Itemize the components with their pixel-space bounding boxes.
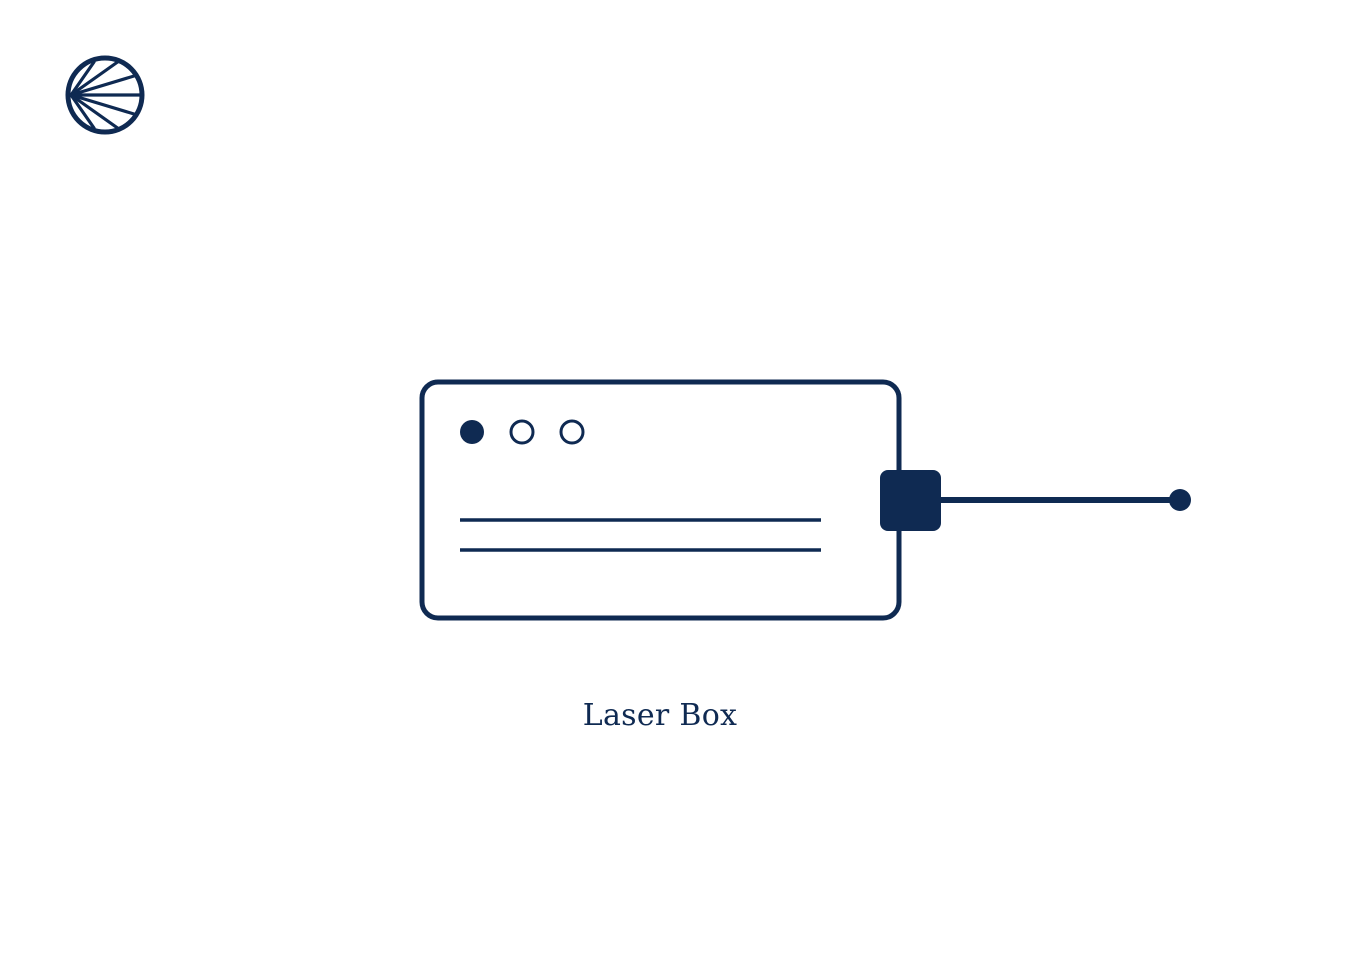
cable-end-connector bbox=[1169, 489, 1191, 511]
device-caption: Laser Box bbox=[582, 698, 738, 733]
indicator-light-off bbox=[509, 419, 535, 445]
indicator-light-on bbox=[460, 420, 484, 444]
laser-burst-icon bbox=[65, 55, 145, 135]
device-body bbox=[419, 379, 902, 621]
output-port bbox=[880, 470, 941, 531]
indicator-light-off bbox=[559, 419, 585, 445]
